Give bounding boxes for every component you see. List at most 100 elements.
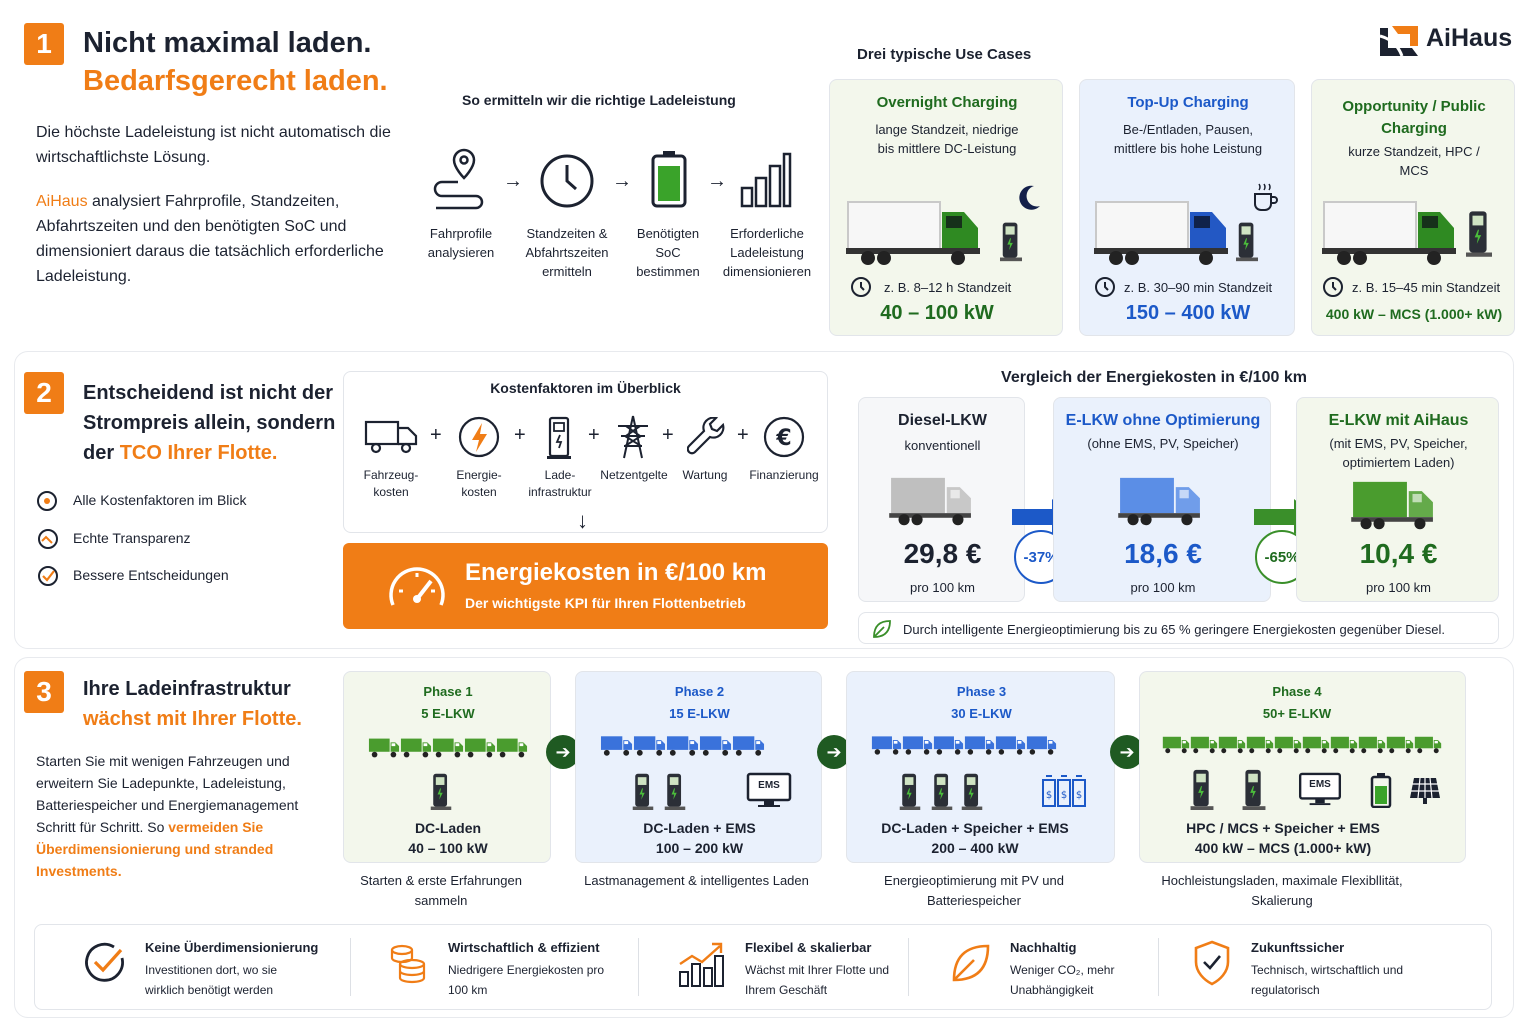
compare-card-aihaus: E-LKW mit AiHaus (mit EMS, PV, Speicher,… [1296, 397, 1499, 602]
svg-text:$: $ [1076, 790, 1082, 801]
kpi-subtitle: Der wichtigste KPI für Ihren Flottenbetr… [465, 595, 746, 611]
clock-icon [1322, 276, 1344, 298]
benefits-bar [34, 924, 1492, 1010]
usecase-time: z. B. 8–12 h Standzeit [884, 280, 1012, 295]
truck-row [1162, 734, 1442, 756]
leaf-icon [950, 942, 992, 984]
section3-number: 3 [24, 671, 64, 713]
benefit-title: Keine Überdimensionierung [145, 940, 319, 955]
benefit-text: Weniger CO₂, mehr Unabhängigkeit [1010, 963, 1115, 997]
benefit-title: Zukunftssicher [1251, 940, 1345, 955]
phase-card-1: Phase 1 5 E-LKW DC-Laden 40 – 100 kW [343, 671, 551, 863]
usecase-title: Overnight Charging [876, 94, 1018, 111]
truck-green-image [1351, 480, 1435, 532]
charger-icon [1190, 768, 1214, 810]
arrow-next-icon: ➔ [546, 735, 580, 769]
cost-factors-card [343, 371, 828, 533]
phase-count: 5 E-LKW [421, 706, 475, 721]
usecase-title: Opportunity / Public Charging [1342, 98, 1486, 137]
bar-chart-icon [740, 152, 792, 208]
step-label: Fahrprofile analysieren [427, 226, 495, 260]
battery-icon [1370, 772, 1392, 808]
growth-chart-icon [678, 940, 724, 988]
phase-title: Phase 4 [1272, 684, 1322, 699]
compare-title: E-LKW ohne Optimierung [1065, 412, 1261, 429]
truck-image [1094, 198, 1234, 268]
savings-note: Durch intelligente Energieoptimierung bi… [858, 612, 1499, 644]
arrow-down-icon: ↓ [577, 508, 588, 533]
battery-icon [651, 150, 687, 208]
shield-check-icon [1192, 940, 1232, 986]
brand-mention: AiHaus [36, 193, 88, 210]
ems-monitor-icon: EMS [746, 772, 792, 808]
step-label: Standzeiten & Abfahrtszeiten ermitteln [525, 226, 609, 279]
benefit-title: Wirtschaftlich & effizient [448, 940, 600, 955]
usecase-card-opportunity: Opportunity / Public Charging kurze Stan… [1311, 79, 1515, 336]
phase-card-3: Phase 3 30 E-LKW $$$ DC-Laden + Speicher… [846, 671, 1115, 863]
coffee-icon [1252, 182, 1278, 212]
leaf-icon [871, 618, 893, 640]
section3-highlight: vermeiden Sie Überdimensionierung und st… [36, 819, 274, 879]
compare-card-diesel: Diesel-LKW konventionell 29,8 € pro 100 … [858, 397, 1025, 602]
charger-icon [931, 772, 953, 810]
section2-number: 2 [24, 372, 64, 414]
svg-text:$: $ [1061, 790, 1067, 801]
moon-icon [1016, 184, 1042, 212]
section1-intro: Die höchste Ladeleistung ist nicht autom… [36, 124, 391, 166]
usecase-power: 400 kW – MCS (1.000+ kW) [1325, 306, 1503, 322]
cost-label: Energie-kosten [456, 468, 502, 499]
phase-caption: Lastmanagement & intelligentes Laden [584, 873, 809, 888]
plus-icon: + [514, 424, 526, 446]
euro-icon: € [763, 416, 805, 458]
benefit-title: Flexibel & skalierbar [745, 940, 872, 955]
comparison-title: Vergleich der Energiekosten in €/100 km [1001, 369, 1307, 386]
usecase-power: 40 – 100 kW [880, 302, 994, 324]
benefit-text: Investitionen dort, wo sie wirklich benö… [145, 963, 278, 997]
wrench-icon [687, 417, 727, 457]
phase-title: Phase 3 [956, 684, 1007, 699]
compare-subtitle: konventionell [904, 438, 981, 453]
charger-icon [664, 772, 686, 810]
kpi-banner: Energiekosten in €/100 km Der wichtigste… [343, 543, 828, 629]
divider [350, 938, 351, 996]
cost-label: Netzentgelte [600, 468, 668, 482]
clock-icon [1094, 276, 1116, 298]
aihaus-logo-text: AiHaus [1426, 24, 1513, 52]
arrow-right-icon: → [503, 170, 523, 192]
phase-caption: Energieoptimierung mit PV und Batteriesp… [884, 873, 1064, 908]
phase-caption: Hochleistungsladen, maximale Flexibllitä… [1161, 873, 1403, 908]
truck-row [600, 734, 765, 758]
phase-power: 100 – 200 kW [655, 840, 744, 856]
plus-icon: + [588, 424, 600, 446]
section1-description: AiHaus analysiert Fahrprofile, Standzeit… [36, 189, 396, 289]
usecase-card-topup: Top-Up Charging Be-/Entladen, Pausen, mi… [1079, 79, 1295, 336]
cost-label: Fahrzeug-kosten [363, 468, 419, 499]
coins-icon [388, 942, 432, 986]
usecase-desc: lange Standzeit, niedrige bis mittlere D… [875, 122, 1019, 156]
truck-image [846, 198, 986, 268]
truck-outline-icon [364, 418, 418, 456]
check-circle-icon [36, 564, 60, 588]
compare-subtitle: (mit EMS, PV, Speicher, optimiertem Lade… [1329, 436, 1468, 470]
section3-description: Starten Sie mit wenigen Fahrzeugen und e… [36, 753, 299, 879]
usecase-title: Top-Up Charging [1127, 94, 1249, 111]
compare-unit: pro 100 km [1130, 580, 1196, 595]
route-pin-icon [428, 148, 494, 210]
solar-panel-icon [1408, 776, 1442, 806]
phase-tech: DC-Laden + Speicher + EMS [881, 820, 1069, 836]
benefit-text: Wächst mit Ihrer Flotte und Ihrem Geschä… [745, 963, 890, 997]
cost-label: Lade-infrastruktur [528, 468, 592, 499]
charging-station-icon [547, 416, 573, 460]
cost-factors-title: Kostenfaktoren im Überblick [490, 380, 681, 396]
phase-tech: HPC / MCS + Speicher + EMS [1186, 820, 1380, 836]
lightning-icon [458, 416, 500, 458]
compare-title: Diesel-LKW [898, 412, 987, 429]
svg-text:€: € [775, 426, 791, 451]
phase-tech: DC-Laden + EMS [643, 820, 756, 836]
truck-gray-image [889, 476, 973, 528]
charger-icon [1236, 220, 1258, 262]
phase-card-2: Phase 2 15 E-LKW EMS DC-Laden + EMS 100 … [575, 671, 822, 863]
speedometer-icon [387, 561, 447, 613]
plus-icon: + [662, 424, 674, 446]
section2-title: Entscheidend ist nicht der Strompreis al… [83, 382, 336, 464]
